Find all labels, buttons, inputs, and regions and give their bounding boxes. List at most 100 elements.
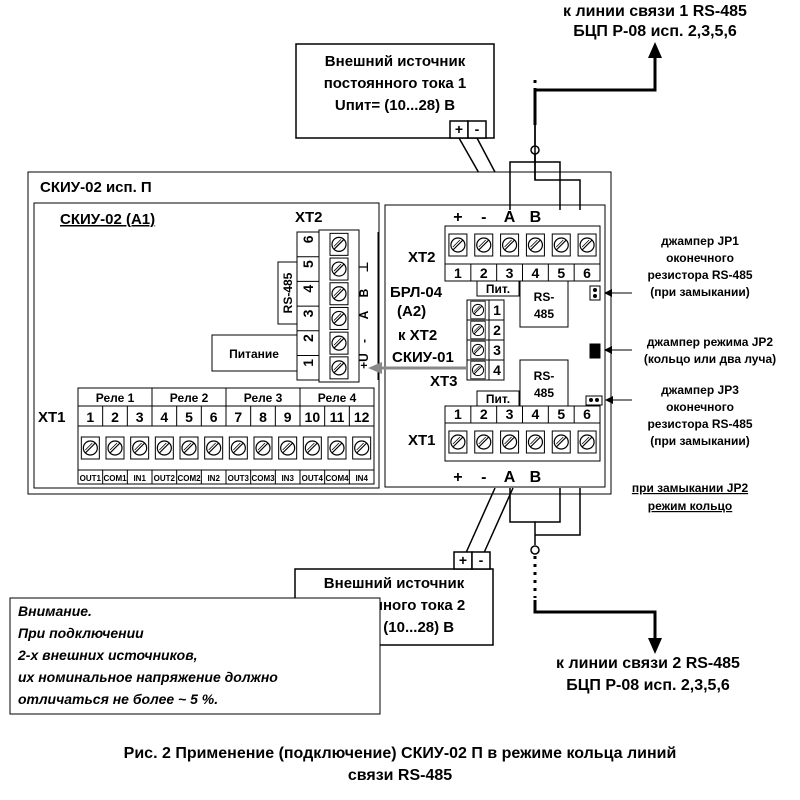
xt2-left-signal: A: [357, 310, 371, 319]
xt2-left-pin: 6: [300, 235, 316, 243]
xt1-left-signal: IN1: [133, 474, 146, 483]
xt2-left-screw: [329, 306, 349, 331]
relay-group-label: Реле 2: [170, 391, 209, 405]
brl-bot-rs485-2: 485: [534, 386, 554, 400]
xt1-left-screw: [352, 436, 372, 460]
brl-xt1-screw: [577, 430, 597, 454]
bus-top-arrow: [533, 42, 662, 125]
figure-caption-line2: связи RS-485: [348, 767, 452, 784]
xt1-left-signal: IN3: [281, 474, 294, 483]
brl-top-signal: -: [481, 209, 486, 226]
psu1-plus: +: [455, 121, 463, 137]
brl-xt2-pin: 1: [454, 265, 462, 281]
brl-xt2-pin: 3: [506, 265, 514, 281]
xt2-left-rs485-text: RS-485: [281, 272, 295, 313]
brl-bottom-signal: +: [453, 469, 462, 486]
xt3-pin: 2: [493, 322, 501, 338]
brl-xt2-screw: [448, 233, 468, 257]
xt2-left-signal: B: [357, 288, 371, 297]
xt1-left-pin: 11: [330, 409, 345, 425]
brl-xt2-pin: 2: [480, 265, 488, 281]
xt1-left-screw: [228, 436, 248, 460]
xt1-left-label: ХТ1: [38, 409, 66, 426]
brl-name2: (А2): [397, 303, 426, 320]
brl-xt1-pin: 1: [454, 406, 462, 422]
power-label: Питание: [229, 347, 279, 361]
xt3-screw: [470, 320, 486, 340]
warning-line5: отличаться не более ~ 5 %.: [18, 691, 218, 707]
brl-xt1-screw: [551, 430, 571, 454]
brl-xt3-label: ХТ3: [430, 373, 458, 390]
psu1-line3: Uпит= (10...28) В: [335, 97, 455, 114]
xt1-left-pin: 9: [284, 409, 292, 425]
xt1-left-signal: COM3: [251, 474, 275, 483]
xt1-left-pin: 10: [305, 409, 321, 425]
bus-bottom-line1: к линии связи 2 RS-485: [556, 655, 740, 672]
brl-xt2-screw: [577, 233, 597, 257]
brl-xt2-screw: [499, 233, 520, 257]
xt2-left-signal: +U: [357, 353, 371, 369]
xt1-left-signal: IN4: [355, 474, 368, 483]
brl-top-signal: A: [504, 209, 516, 226]
brl-xt1-screw: [448, 430, 468, 454]
xt1-left-screw: [105, 436, 125, 460]
bus-top-line1: к линии связи 1 RS-485: [563, 3, 747, 20]
xt3-pin: 4: [493, 362, 501, 378]
xt1-left-signal: OUT1: [80, 474, 102, 483]
psu2-line1: Внешний источник: [324, 575, 465, 592]
bus-top-line2: БЦП Р-08 исп. 2,3,5,6: [573, 23, 737, 40]
warning-line4: их номинальное напряжение должно: [18, 669, 278, 685]
xt2-left-screw: [329, 257, 349, 281]
brl-top-pit: Пит.: [476, 280, 520, 297]
xt1-left-screw: [302, 436, 322, 460]
xt1-left-screw: [80, 436, 100, 460]
xt1-left-screw: [327, 436, 347, 460]
brl-xt2-screw: [474, 233, 494, 257]
xt1-left-pin: 5: [185, 409, 193, 425]
brl-xt2-screw: [551, 233, 571, 257]
jp1-line2: оконечного: [666, 251, 734, 265]
warning-line1: Внимание.: [18, 603, 92, 619]
xt2-left-rs485: RS-485: [277, 261, 298, 325]
xt1-left-pin: 8: [259, 409, 267, 425]
relay-group-label: Реле 1: [96, 391, 135, 405]
figure-caption-line1: Рис. 2 Применение (подключение) СКИУ-02 …: [124, 745, 677, 762]
psu2-minus: -: [479, 552, 484, 568]
xt2-left-screw: [329, 356, 349, 380]
xt2-left-pin: 5: [300, 260, 316, 268]
xt1-left-signal: OUT4: [302, 474, 324, 483]
brl-xt1-pin: 5: [557, 406, 565, 422]
xt2-left-signal: ⊥: [357, 262, 371, 273]
jp3-line2: оконечного: [666, 400, 734, 414]
xt3-screw: [470, 360, 486, 380]
brl-bot-pit-text: Пит.: [486, 392, 510, 406]
jumper-jp3: [585, 395, 603, 406]
brl-xt1-pin: 6: [583, 406, 591, 422]
xt1-left-pin: 12: [354, 409, 370, 425]
xt2-left-pin: 3: [300, 309, 316, 317]
xt2-left-screw: [329, 282, 349, 306]
brl-xt1-pin: 2: [480, 406, 488, 422]
jp3-line4: (при замыкании): [650, 434, 750, 448]
brl-xt2-pin: 6: [583, 265, 591, 281]
xt1-left-signal: OUT3: [228, 474, 250, 483]
jumper-jp2: [589, 343, 601, 359]
warning-note: Внимание. При подключении 2-х внешних ис…: [9, 597, 381, 715]
xt1-left-screw: [204, 436, 224, 460]
jp2-line1: джампер режима JP2: [647, 335, 774, 349]
xt1-left-signal: COM2: [177, 474, 201, 483]
xt1-left-pin: 4: [160, 409, 168, 425]
warning-line2: При подключении: [18, 625, 144, 641]
xt3-to-xt2-arrow: [368, 362, 467, 374]
bus-bottom-arrow: [533, 600, 662, 654]
brl-bottom-signal: -: [481, 469, 486, 486]
brl-xt1-screw: [474, 430, 494, 454]
jp2-line2: (кольцо или два луча): [644, 352, 776, 366]
brl-top-rs485-1: RS-: [534, 290, 555, 304]
bottom-bus-wiring: [509, 488, 581, 555]
brl-xt1-label: ХТ1: [408, 432, 436, 449]
